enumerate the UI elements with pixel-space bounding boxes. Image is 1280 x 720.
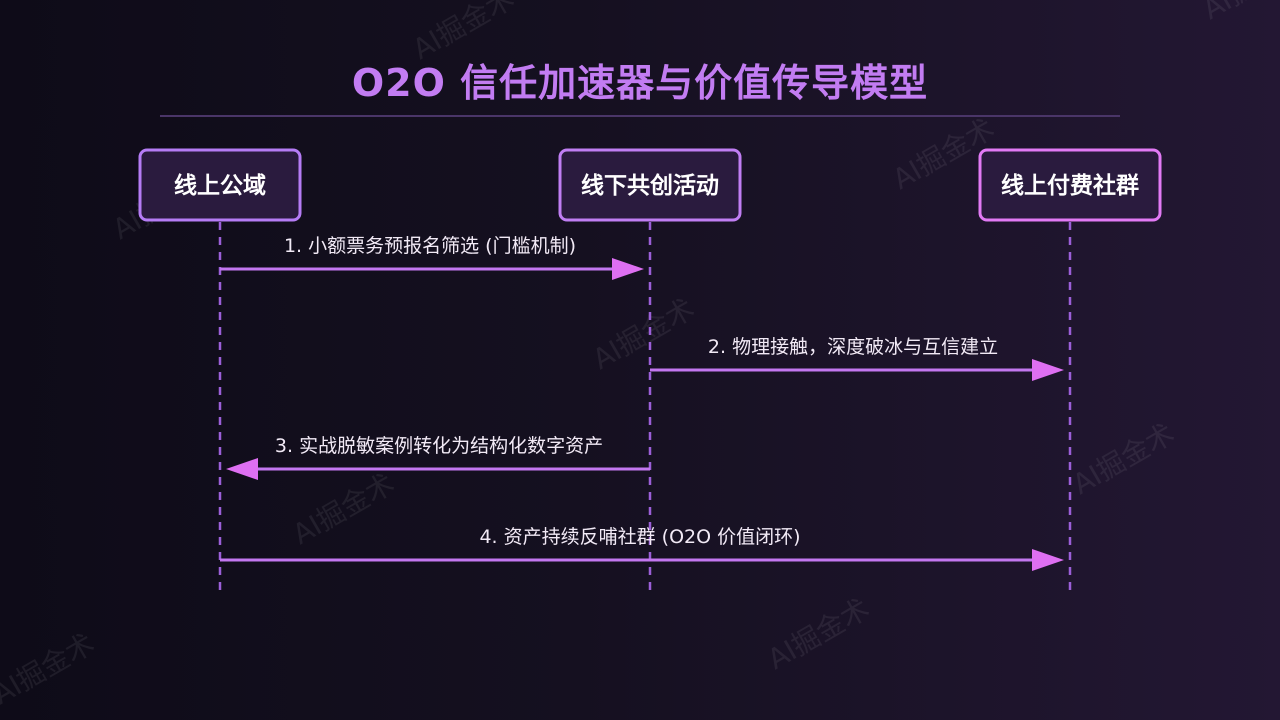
diagram-title: O2O 信任加速器与价值传导模型 (351, 61, 929, 105)
message-label: 4. 资产持续反哺社群 (O2O 价值闭环) (479, 526, 800, 548)
message-label: 1. 小额票务预报名筛选 (门槛机制) (284, 235, 576, 257)
message-2: 2. 物理接触，深度破冰与互信建立 (650, 336, 1064, 381)
participant-label: 线上付费社群 (1001, 172, 1139, 199)
message-4: 4. 资产持续反哺社群 (O2O 价值闭环) (220, 526, 1064, 571)
watermark-text: AI掘金术 (0, 627, 100, 711)
watermark-text: AI掘金术 (762, 592, 875, 676)
arrow-head-icon (1032, 549, 1064, 571)
arrow-head-icon (226, 458, 258, 480)
watermark-text: AI掘金术 (287, 467, 400, 551)
watermark-text: AI掘金术 (1067, 417, 1180, 501)
participant-paid-community: 线上付费社群 (978, 148, 1162, 222)
message-3: 3. 实战脱敏案例转化为结构化数字资产 (226, 435, 650, 480)
message-1: 1. 小额票务预报名筛选 (门槛机制) (220, 235, 644, 280)
message-label: 3. 实战脱敏案例转化为结构化数字资产 (275, 435, 603, 457)
watermark-text: AI掘金术 (1197, 0, 1280, 26)
watermark-text: AI掘金术 (407, 0, 520, 66)
participant-public-domain: 线上公域 (138, 148, 302, 222)
arrow-head-icon (1032, 359, 1064, 381)
participant-label: 线上公域 (174, 172, 266, 199)
message-label: 2. 物理接触，深度破冰与互信建立 (708, 336, 998, 358)
watermark-text: AI掘金术 (587, 292, 700, 376)
participant-label: 线下共创活动 (581, 172, 719, 199)
participant-offline-event: 线下共创活动 (558, 148, 742, 222)
title-divider (160, 115, 1120, 117)
arrow-head-icon (612, 258, 644, 280)
